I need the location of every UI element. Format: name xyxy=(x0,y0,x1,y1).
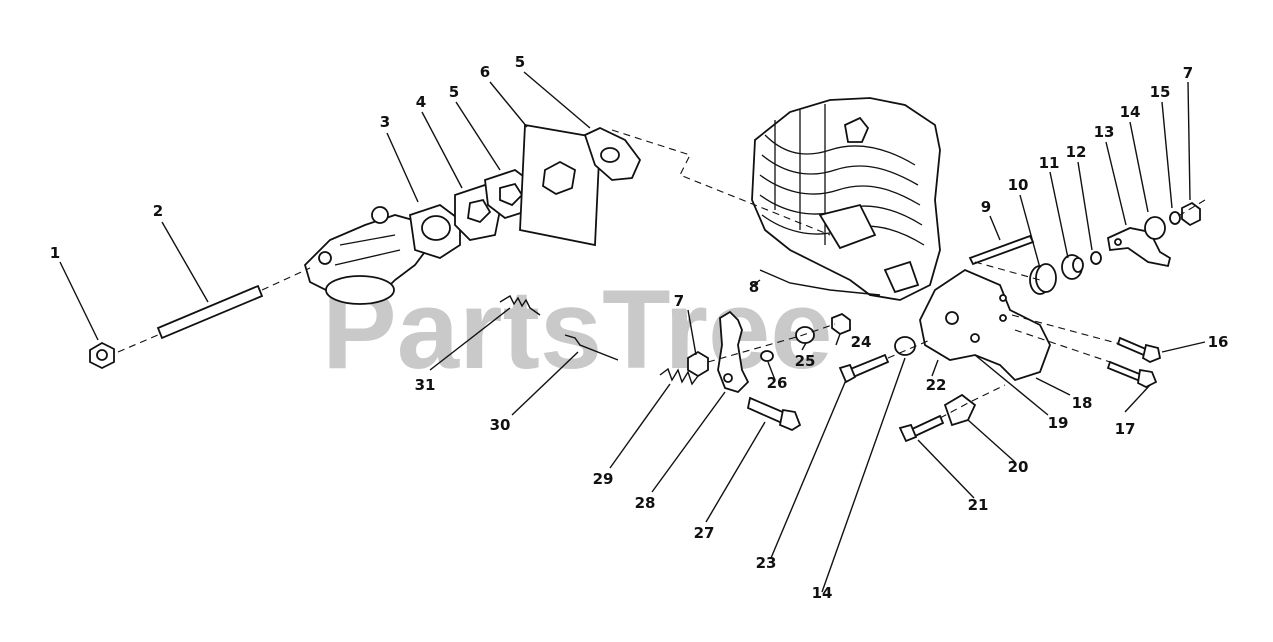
part-27-bolt xyxy=(746,396,802,432)
part-2-stud xyxy=(156,284,264,340)
label-26: 26 xyxy=(767,374,788,392)
label-28: 28 xyxy=(635,494,656,512)
governor-plate xyxy=(919,268,1051,382)
label-25: 25 xyxy=(795,352,816,370)
label-7-right: 7 xyxy=(1183,64,1193,82)
part-21-bolt xyxy=(898,414,945,443)
label-10: 10 xyxy=(1008,176,1029,194)
part-7-nut-right xyxy=(1181,201,1201,227)
label-5-left: 5 xyxy=(449,83,459,101)
part-3-gasket xyxy=(409,203,461,259)
label-19: 19 xyxy=(1048,414,1069,432)
label-21: 21 xyxy=(968,496,989,514)
part-29-spring xyxy=(659,367,699,386)
label-30: 30 xyxy=(490,416,511,434)
part-6-heat-shield xyxy=(519,123,601,247)
part-5-gasket-right xyxy=(583,127,642,181)
label-31: 31 xyxy=(415,376,436,394)
label-20: 20 xyxy=(1008,458,1029,476)
carburetor xyxy=(303,206,432,305)
label-8: 8 xyxy=(749,278,759,296)
part-13-arm xyxy=(1106,227,1172,268)
label-6: 6 xyxy=(480,63,490,81)
label-14-lower: 14 xyxy=(812,584,833,602)
label-15: 15 xyxy=(1150,83,1171,101)
part-11-bushing xyxy=(1061,254,1084,280)
alignment-lines xyxy=(117,129,1206,419)
part-10-spring xyxy=(1029,263,1057,295)
part-17-bolt xyxy=(1106,360,1158,389)
part-16-bolt xyxy=(1116,336,1162,363)
label-24: 24 xyxy=(851,333,872,351)
label-9: 9 xyxy=(981,198,991,216)
part-26-washer xyxy=(760,350,774,362)
part-9-shaft xyxy=(968,234,1035,266)
label-23: 23 xyxy=(756,554,777,572)
part-24-nut xyxy=(831,312,851,336)
label-27: 27 xyxy=(694,524,715,542)
watermark: PartsTree xyxy=(322,267,833,392)
label-22: 22 xyxy=(926,376,947,394)
part-23-bolt xyxy=(838,353,890,384)
engine-block xyxy=(751,97,941,301)
label-1: 1 xyxy=(50,244,60,262)
part-31-spring xyxy=(499,295,541,316)
leader-lines xyxy=(59,71,1206,593)
part-20-clip xyxy=(943,393,977,427)
label-7-center: 7 xyxy=(674,292,684,310)
label-13: 13 xyxy=(1094,123,1115,141)
label-29: 29 xyxy=(593,470,614,488)
label-16: 16 xyxy=(1208,333,1229,351)
part-labels: 1 2 3 4 5 6 5 7 8 9 10 11 12 13 14 15 7 … xyxy=(50,53,1229,602)
part-30-link xyxy=(564,334,619,361)
part-14-washer-upper xyxy=(1144,216,1166,240)
part-7-nut-center xyxy=(687,350,709,378)
label-4: 4 xyxy=(416,93,426,111)
label-14-upper: 14 xyxy=(1120,103,1141,121)
part-14-washer-lower xyxy=(894,336,916,356)
part-28-lever xyxy=(717,310,750,394)
label-2: 2 xyxy=(153,202,163,220)
part-12-washer xyxy=(1090,251,1102,265)
label-3: 3 xyxy=(380,113,390,131)
label-12: 12 xyxy=(1066,143,1087,161)
part-8-link xyxy=(759,269,881,296)
label-18: 18 xyxy=(1072,394,1093,412)
label-5-right: 5 xyxy=(515,53,525,71)
label-17: 17 xyxy=(1115,420,1136,438)
part-1-nut xyxy=(89,341,115,370)
label-11: 11 xyxy=(1039,154,1060,172)
part-15-washer xyxy=(1169,211,1181,225)
part-25-washer xyxy=(795,326,815,344)
